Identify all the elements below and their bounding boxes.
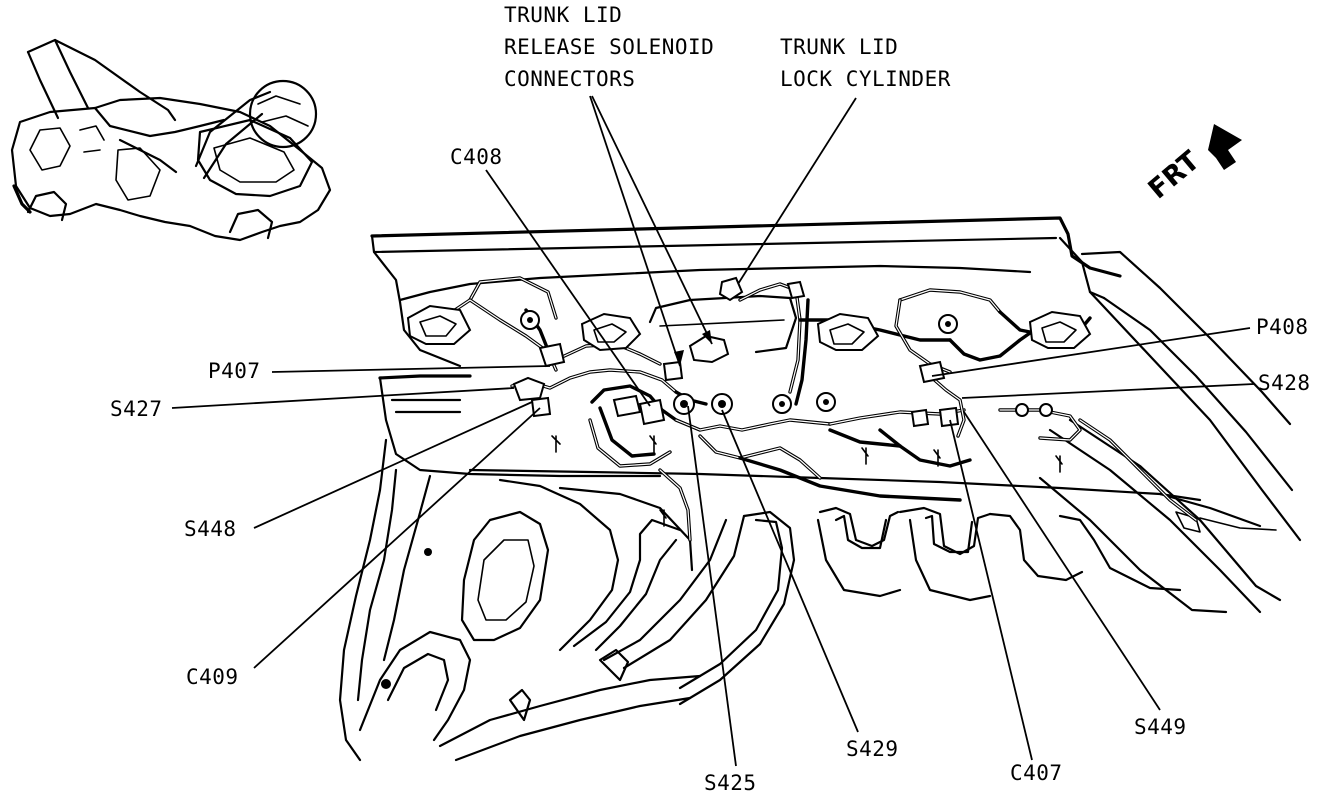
frt-label: FRT [1143, 145, 1207, 205]
label-p408: P408 [1256, 315, 1309, 339]
solenoid-label-line3: CONNECTORS [504, 67, 635, 91]
trunk-floor [338, 438, 1182, 762]
bulb-socket-icon [520, 310, 1053, 417]
label-c409: C409 [186, 665, 239, 689]
label-s427: S427 [110, 397, 163, 421]
front-direction-arrow-icon: FRT [1143, 124, 1242, 205]
callout-leaders [171, 95, 1255, 767]
solenoid-label-line2: RELEASE SOLENOID [504, 35, 714, 59]
label-s449: S449 [1134, 715, 1187, 739]
label-p407: P407 [208, 359, 261, 383]
callout-labels: TRUNK LID RELEASE SOLENOID CONNECTORS TR… [110, 3, 1311, 795]
label-s428: S428 [1258, 371, 1311, 395]
lock-cylinder-label-line1: TRUNK LID [780, 35, 898, 59]
label-s448: S448 [184, 517, 237, 541]
trunk-rear-panel [370, 216, 1302, 614]
label-c407: C407 [1010, 761, 1063, 785]
lock-cylinder-label-line2: LOCK CYLINDER [780, 67, 951, 91]
label-s429: S429 [846, 737, 899, 761]
vehicle-locator-icon [10, 38, 332, 242]
label-c408: C408 [450, 145, 503, 169]
solenoid-label-line1: TRUNK LID [504, 3, 622, 27]
harness-components [406, 276, 1092, 527]
label-s425: S425 [704, 771, 757, 795]
